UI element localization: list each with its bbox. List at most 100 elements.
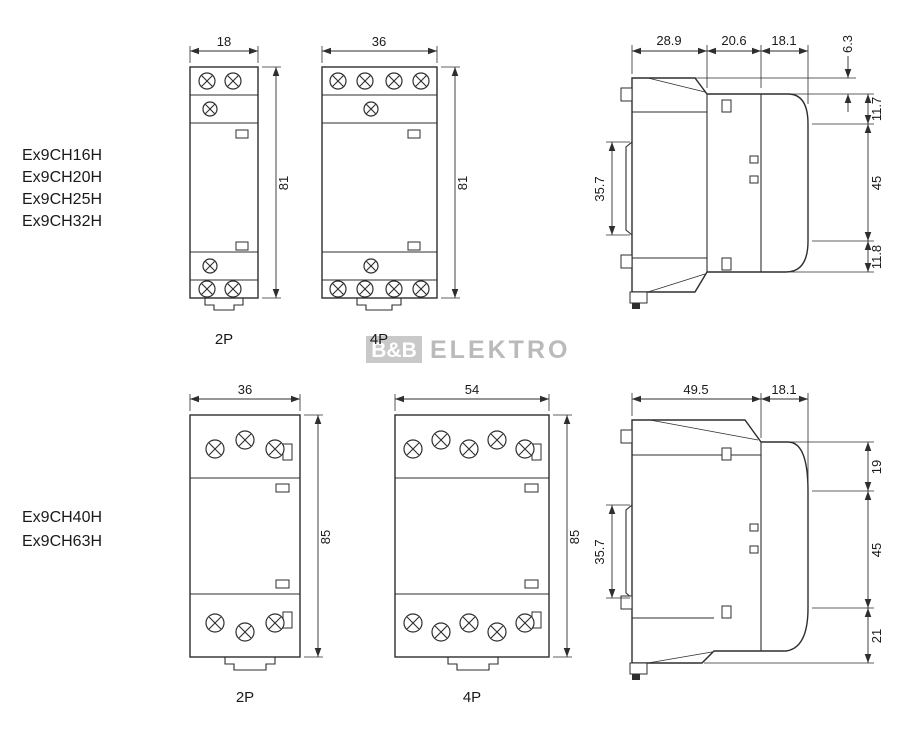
height-dimension: 85 (553, 414, 582, 658)
terminal-screw-icon (385, 280, 403, 298)
indicator-window (282, 611, 293, 629)
dimension-value: 35.7 (592, 176, 607, 201)
terminal-screw-icon (431, 622, 451, 642)
din-rail-groove (625, 504, 633, 599)
profile-inner-lines (632, 94, 762, 272)
dimension-value: 81 (455, 176, 470, 190)
bottom-front-view-4p: 54 85 4P (394, 382, 582, 706)
dimension-value: 36 (238, 382, 252, 397)
width-dimension: 36 (189, 382, 301, 411)
din-rail-groove (625, 141, 633, 236)
terminal-screw-icon (329, 72, 347, 90)
terminal-screw-icon (356, 280, 374, 298)
terminal-screw-icon (459, 439, 479, 459)
terminal-screw-icon (198, 72, 216, 90)
pole-label: 4P (463, 689, 481, 706)
din-clip (356, 298, 402, 311)
top-front-view-2p: 18 81 2P (189, 34, 291, 348)
cover-seams (190, 477, 300, 595)
dimension-value: 28.9 (656, 33, 681, 48)
profile-detail (749, 175, 759, 184)
device-body (189, 66, 259, 299)
profile-detail (721, 605, 732, 619)
terminal-slants (647, 419, 759, 664)
dimension-value: 85 (567, 530, 582, 544)
top-model-labels: Ex9CH16H Ex9CH20H Ex9CH25H Ex9CH32H (22, 147, 102, 230)
profile-detail (749, 523, 759, 532)
indicator-window (235, 241, 249, 251)
dimension-value: 36 (372, 34, 386, 49)
terminal-screw-icon (202, 101, 218, 117)
bottom-side-view: 49.5 18.1 19 45 21 35.7 (592, 382, 884, 680)
bottom-front-view-2p: 36 85 2P (189, 382, 333, 706)
din-clip (224, 657, 276, 671)
terminal-screw-icon (403, 439, 423, 459)
release-tab (632, 674, 640, 680)
cover-seams (322, 94, 437, 281)
dimension-value: 85 (318, 530, 333, 544)
terminal-slants (647, 77, 706, 293)
profile-inner-lines (632, 442, 762, 651)
indicator-window (235, 129, 249, 139)
dimension-value: 11.7 (869, 97, 884, 121)
terminal-screw-icon (412, 72, 430, 90)
rail-dimension: 35.7 (592, 141, 630, 236)
depth-dimensions: 49.5 18.1 (631, 382, 809, 487)
profile-detail (721, 99, 732, 113)
terminal-screw-icon (235, 622, 255, 642)
terminal-screw-icon (205, 613, 225, 633)
terminal-screw-icon (198, 280, 216, 298)
indicator-window (407, 129, 421, 139)
dimension-value: 21 (869, 629, 884, 643)
height-dimension: 81 (441, 66, 470, 299)
terminal-screw-icon (487, 622, 507, 642)
model-label: Ex9CH16H (22, 147, 102, 164)
terminal-screw-icon (487, 430, 507, 450)
cover-seams (395, 477, 549, 595)
din-claw (620, 87, 633, 102)
indicator-window (275, 579, 290, 589)
din-claw (620, 254, 633, 269)
side-height-dimensions: 11.7 45 11.8 (790, 94, 884, 273)
release-foot (629, 291, 648, 304)
device-profile (631, 77, 809, 293)
dimension-value: 49.5 (683, 382, 708, 397)
release-foot (629, 662, 648, 675)
indicator-window (275, 483, 290, 493)
model-label: Ex9CH25H (22, 191, 102, 208)
terminal-screw-icon (202, 258, 218, 274)
terminal-screw-icon (515, 439, 535, 459)
terminal-screw-icon (515, 613, 535, 633)
din-claw (620, 595, 633, 610)
indicator-window (407, 241, 421, 251)
terminal-screw-icon (265, 613, 285, 633)
terminal-screw-icon (235, 430, 255, 450)
model-label: Ex9CH40H (22, 509, 102, 526)
release-tab (632, 303, 640, 309)
dimension-value: 81 (276, 176, 291, 190)
terminal-screw-icon (431, 430, 451, 450)
terminal-screw-icon (363, 101, 379, 117)
dimension-value: 6.3 (840, 35, 855, 53)
height-dimension: 81 (262, 66, 291, 299)
dimension-value: 11.8 (869, 245, 884, 269)
profile-detail (749, 545, 759, 554)
model-label: Ex9CH63H (22, 533, 102, 550)
top-side-view: 28.9 20.6 18.1 6.3 11.7 45 11.8 35.7 (592, 33, 884, 309)
indicator-window (282, 443, 293, 461)
terminal-screw-icon (459, 613, 479, 633)
indicator-window (524, 483, 539, 493)
cover-seams (190, 94, 258, 281)
terminal-screw-icon (412, 280, 430, 298)
dimension-value: 45 (869, 176, 884, 190)
dimension-value: 20.6 (721, 33, 746, 48)
terminal-screw-icon (205, 439, 225, 459)
pole-label: 4P (370, 331, 388, 348)
width-dimension: 36 (321, 34, 438, 63)
dimension-value: 35.7 (592, 539, 607, 564)
top-front-view-4p: 36 81 4P (321, 34, 470, 348)
dimension-value: 18 (217, 34, 231, 49)
indicator-window (524, 579, 539, 589)
